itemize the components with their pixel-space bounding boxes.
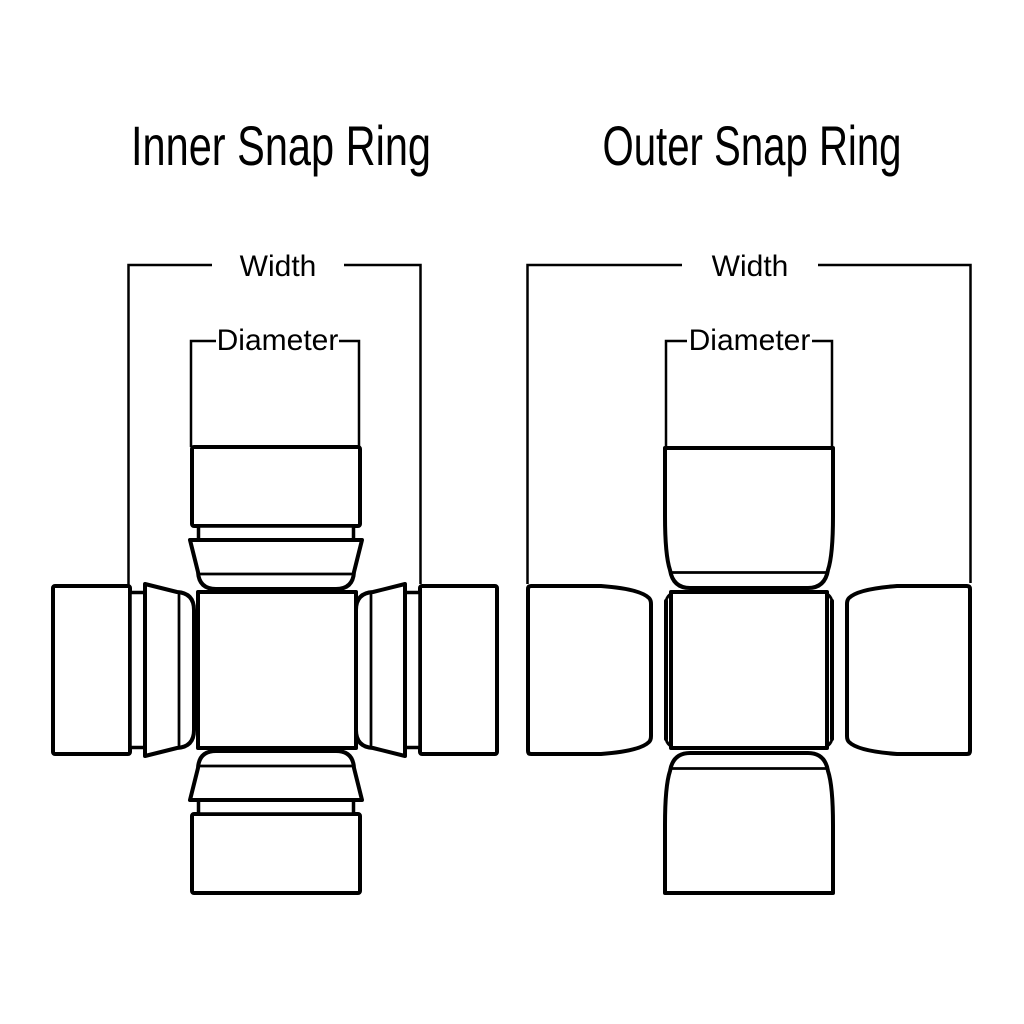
inner-top-bearing-cap bbox=[190, 445, 362, 528]
inner-width-dimension-label: Width bbox=[240, 250, 317, 283]
inner-right-snap-ring-groove bbox=[403, 590, 422, 750]
outer-diameter-dimension-label: Diameter bbox=[689, 324, 811, 357]
outer-width-dimension-bracket-right bbox=[818, 263, 972, 583]
outer-top-arm bbox=[663, 446, 835, 590]
inner-width-dimension-bracket-right bbox=[344, 263, 422, 584]
inner-bottom-cap-skirt bbox=[188, 749, 364, 802]
outer-dimension-lines: Width Diameter bbox=[526, 250, 972, 584]
inner-right-cap-skirt bbox=[354, 582, 407, 758]
inner-top-snap-ring-groove bbox=[196, 524, 356, 542]
outer-snap-ring-diagram: Outer Snap Ring Width Diameter bbox=[526, 114, 972, 895]
outer-right-bearing-cap bbox=[845, 584, 972, 756]
outer-width-dimension-bracket-left bbox=[526, 263, 682, 584]
inner-right-arm bbox=[354, 582, 499, 758]
inner-diameter-dimension-bracket-left bbox=[189, 339, 216, 447]
inner-dimension-lines: Width Diameter bbox=[127, 250, 422, 585]
inner-cross-center-body bbox=[196, 590, 358, 750]
inner-diameter-dimension-label: Diameter bbox=[217, 324, 339, 357]
outer-bottom-bearing-cap bbox=[663, 751, 835, 895]
outer-diameter-dimension-bracket-right bbox=[812, 339, 834, 447]
inner-right-bearing-cap bbox=[418, 584, 499, 756]
outer-diameter-dimension-bracket-left bbox=[664, 339, 687, 447]
outer-diagram-title: Outer Snap Ring bbox=[603, 114, 902, 177]
inner-bottom-snap-ring-groove bbox=[196, 798, 356, 816]
inner-bottom-arm bbox=[188, 749, 364, 895]
inner-bottom-bearing-cap bbox=[190, 812, 362, 895]
outer-top-bearing-cap bbox=[663, 446, 835, 590]
outer-cross-center-body bbox=[669, 590, 829, 750]
outer-left-bearing-cap bbox=[526, 584, 653, 756]
inner-diameter-dimension-bracket-right bbox=[339, 339, 361, 447]
outer-left-arm bbox=[526, 584, 680, 756]
outer-bottom-arm bbox=[663, 751, 835, 895]
outer-width-dimension-label: Width bbox=[712, 250, 789, 283]
inner-top-cap-skirt bbox=[188, 538, 364, 591]
inner-left-snap-ring-groove bbox=[128, 590, 147, 750]
outer-right-arm bbox=[818, 584, 972, 756]
inner-width-dimension-bracket-left bbox=[127, 263, 212, 585]
inner-diagram-title: Inner Snap Ring bbox=[131, 114, 431, 177]
inner-left-arm bbox=[51, 582, 196, 758]
inner-top-arm bbox=[188, 445, 364, 591]
inner-snap-ring-diagram: Inner Snap Ring Width Diameter bbox=[51, 114, 499, 895]
inner-left-cap-skirt bbox=[143, 582, 196, 758]
inner-left-bearing-cap bbox=[51, 584, 132, 756]
